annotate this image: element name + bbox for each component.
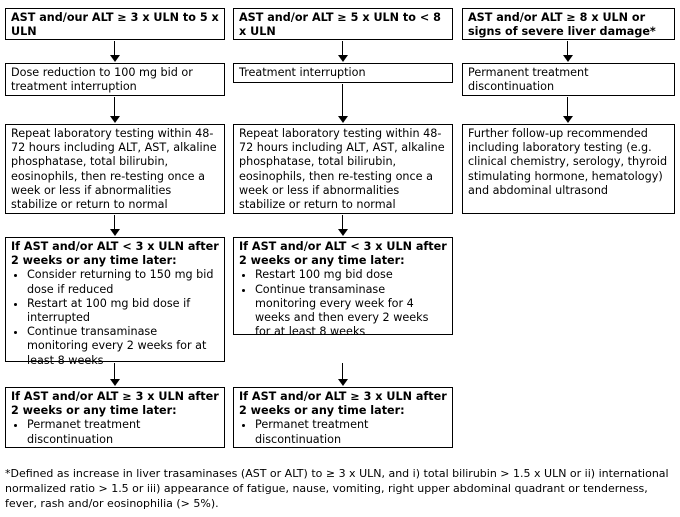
col1-below-threshold-list: Consider returning to 150 mg bid dose if… (11, 268, 219, 367)
list-item: Restart 100 mg bid dose (255, 268, 447, 282)
arrow-down-icon (338, 215, 348, 236)
col2-below-threshold-list: Restart 100 mg bid dose Continue transam… (239, 268, 447, 339)
col1-action-box: Dose reduction to 100 mg bid or treatmen… (5, 63, 225, 96)
list-item: Permanet treatment discontinuation (27, 418, 219, 446)
arrow-down-icon (110, 363, 120, 386)
arrow-down-icon (563, 41, 573, 62)
col1-above-threshold-list: Permanet treatment discontinuation (11, 418, 219, 446)
list-item: Continue transaminase monitoring every 2… (27, 325, 219, 368)
col1-above-threshold-heading: If AST and/or ALT ≥ 3 x ULN after 2 week… (11, 390, 219, 418)
col2-testing-box: Repeat laboratory testing within 48-72 h… (233, 124, 453, 214)
col2-above-threshold-list: Permanet treatment discontinuation (239, 418, 447, 446)
col3-followup-box: Further follow-up recommended including … (462, 124, 675, 214)
arrow-down-icon (338, 363, 348, 386)
col2-above-threshold-heading: If AST and/or ALT ≥ 3 x ULN after 2 week… (239, 390, 447, 418)
col2-below-threshold-heading: If AST and/or ALT < 3 x ULN after 2 week… (239, 240, 447, 268)
col3-severity-box: AST and/or ALT ≥ 8 x ULN or signs of sev… (462, 8, 675, 40)
list-item: Continue transaminase monitoring every w… (255, 283, 447, 340)
arrow-down-icon (563, 97, 573, 123)
arrow-down-icon (338, 41, 348, 62)
col1-below-threshold-box: If AST and/or ALT < 3 x ULN after 2 week… (5, 237, 225, 367)
col2-severity-box: AST and/or ALT ≥ 5 x ULN to < 8 x ULN (233, 8, 453, 40)
list-item: Restart at 100 mg bid dose if interrupte… (27, 297, 219, 325)
col1-testing-box: Repeat laboratory testing within 48-72 h… (5, 124, 225, 214)
footnote: *Defined as increase in liver trasaminas… (5, 467, 669, 510)
col1-above-threshold-box: If AST and/or ALT ≥ 3 x ULN after 2 week… (5, 387, 225, 448)
arrow-down-icon (110, 97, 120, 123)
col2-above-threshold-box: If AST and/or ALT ≥ 3 x ULN after 2 week… (233, 387, 453, 448)
col3-action-box: Permanent treatment discontinuation (462, 63, 675, 96)
list-item: Consider returning to 150 mg bid dose if… (27, 268, 219, 296)
arrow-down-icon (110, 215, 120, 236)
col2-action-box: Treatment interruption (233, 63, 453, 83)
col1-severity-box: AST and/our ALT ≥ 3 x ULN to 5 x ULN (5, 8, 225, 40)
arrow-down-icon (338, 84, 348, 123)
col2-below-threshold-box: If AST and/or ALT < 3 x ULN after 2 week… (233, 237, 453, 338)
arrow-down-icon (110, 41, 120, 62)
list-item: Permanet treatment discontinuation (255, 418, 447, 446)
col1-below-threshold-heading: If AST and/or ALT < 3 x ULN after 2 week… (11, 240, 219, 268)
